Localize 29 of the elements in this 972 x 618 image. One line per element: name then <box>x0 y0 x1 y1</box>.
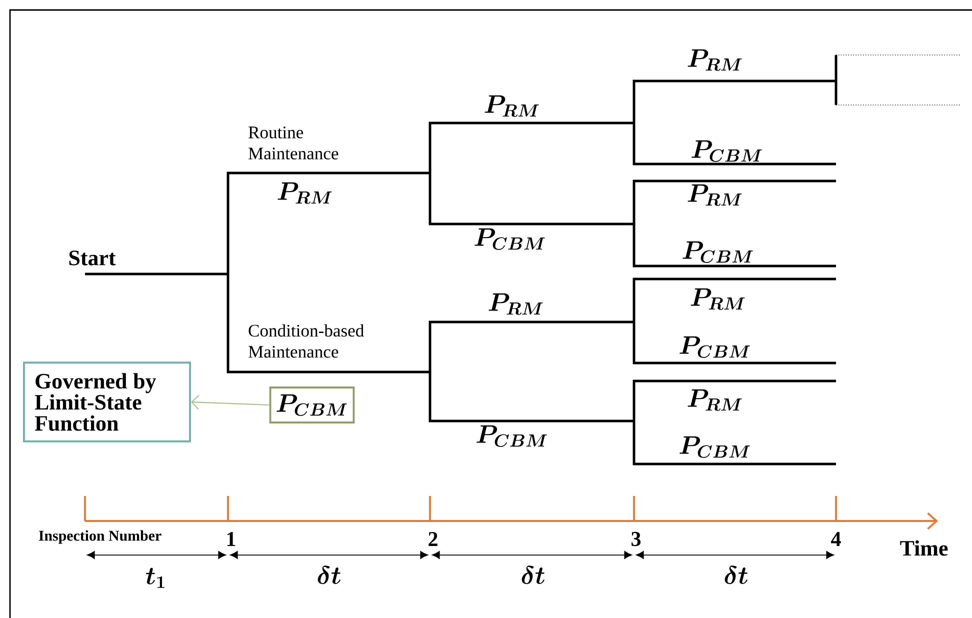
probability-label: $P_{RM}$ <box>488 293 543 315</box>
branch-label: Condition-based Maintenance <box>248 324 364 358</box>
interval-label: $\delta t$ <box>522 566 544 584</box>
probability-label: $P_{CBM}$ <box>680 436 750 458</box>
probability-box: $P_{CBM}$ <box>269 386 355 424</box>
probability-label: $P_{CBM}$ <box>692 140 762 162</box>
probability-label: $P_{RM}$ <box>484 95 539 117</box>
probability-label: $P_{RM}$ <box>690 288 745 310</box>
probability-label: $P_{RM}$ <box>688 389 742 411</box>
probability-label: $P_{CBM}$ <box>682 241 753 263</box>
probability-label: $P_{CBM}$ <box>474 228 545 250</box>
arrow <box>191 394 270 410</box>
probability-label: $P_{RM}$ <box>688 49 742 71</box>
probability-label: $P_{RM}$ <box>688 184 742 206</box>
probability-label: $P_{CBM}$ <box>680 336 750 358</box>
tick-label: 4 <box>831 532 841 546</box>
branch-label: Routine Maintenance <box>248 126 338 160</box>
probability-label: $P_{RM}$ <box>278 182 332 204</box>
interval-label: $\delta t$ <box>318 566 340 584</box>
note-box: Governed by Limit-State Function <box>23 362 191 442</box>
axis-title: Time <box>900 540 948 556</box>
interval-label: $t_1$ <box>146 568 164 588</box>
axis-title: Inspection Number <box>38 530 162 544</box>
interval-label: $\delta t$ <box>724 566 748 584</box>
tick-label: 2 <box>428 532 438 546</box>
tick-label: 1 <box>227 532 236 546</box>
branch-label: Start <box>69 250 116 266</box>
tick-label: 3 <box>632 532 641 546</box>
probability-label: $P_{CBM}$ <box>476 425 547 447</box>
